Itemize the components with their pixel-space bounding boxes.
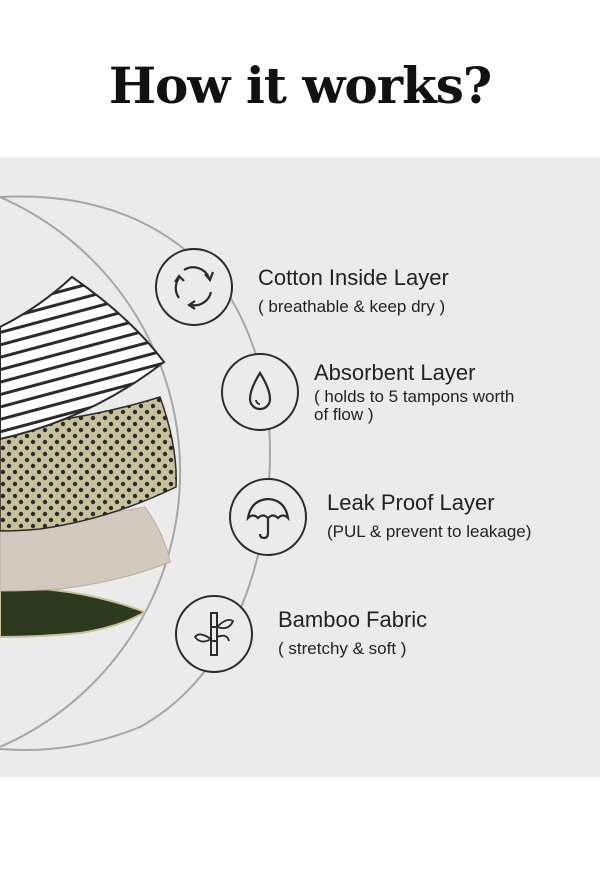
page-title: How it works? bbox=[108, 56, 492, 115]
layer-description: (PUL & prevent to leakage) bbox=[327, 522, 532, 541]
leak-proof-layer-icon-circle bbox=[229, 478, 307, 556]
bamboo-fabric-icon-circle bbox=[175, 595, 253, 673]
layer-description: ( stretchy & soft ) bbox=[278, 639, 407, 658]
layer-description: ( breathable & keep dry ) bbox=[258, 297, 446, 316]
layer-title: Leak Proof Layer bbox=[327, 490, 495, 515]
umbrella-icon bbox=[246, 497, 290, 540]
layer-title: Cotton Inside Layer bbox=[258, 265, 449, 290]
bamboo-fabric-layer bbox=[0, 585, 148, 639]
layer-title: Bamboo Fabric bbox=[278, 607, 428, 632]
guide-arc bbox=[0, 196, 182, 748]
layers-illustration bbox=[0, 195, 271, 752]
cotton-inside-layer bbox=[0, 275, 166, 441]
absorbent-layer-icon-circle bbox=[221, 353, 299, 431]
water-drop-icon bbox=[248, 370, 272, 411]
cotton-layer-icon-circle bbox=[155, 248, 233, 326]
layer-title: Absorbent Layer bbox=[314, 360, 476, 385]
layer-bamboo: Bamboo Fabric ( stretchy & soft ) bbox=[278, 607, 427, 659]
layer-leak-proof: Leak Proof Layer (PUL & prevent to leaka… bbox=[327, 490, 531, 542]
layer-absorbent: Absorbent Layer ( holds to 5 tampons wor… bbox=[314, 360, 574, 424]
absorbent-layer bbox=[0, 396, 177, 532]
layer-cotton: Cotton Inside Layer ( breathable & keep … bbox=[258, 265, 449, 317]
bamboo-icon bbox=[193, 612, 235, 656]
layer-description: ( holds to 5 tampons worth of flow ) bbox=[314, 387, 515, 424]
recycle-arrows-icon bbox=[174, 266, 215, 310]
layers-panel: Cotton Inside Layer ( breathable & keep … bbox=[0, 157, 600, 777]
